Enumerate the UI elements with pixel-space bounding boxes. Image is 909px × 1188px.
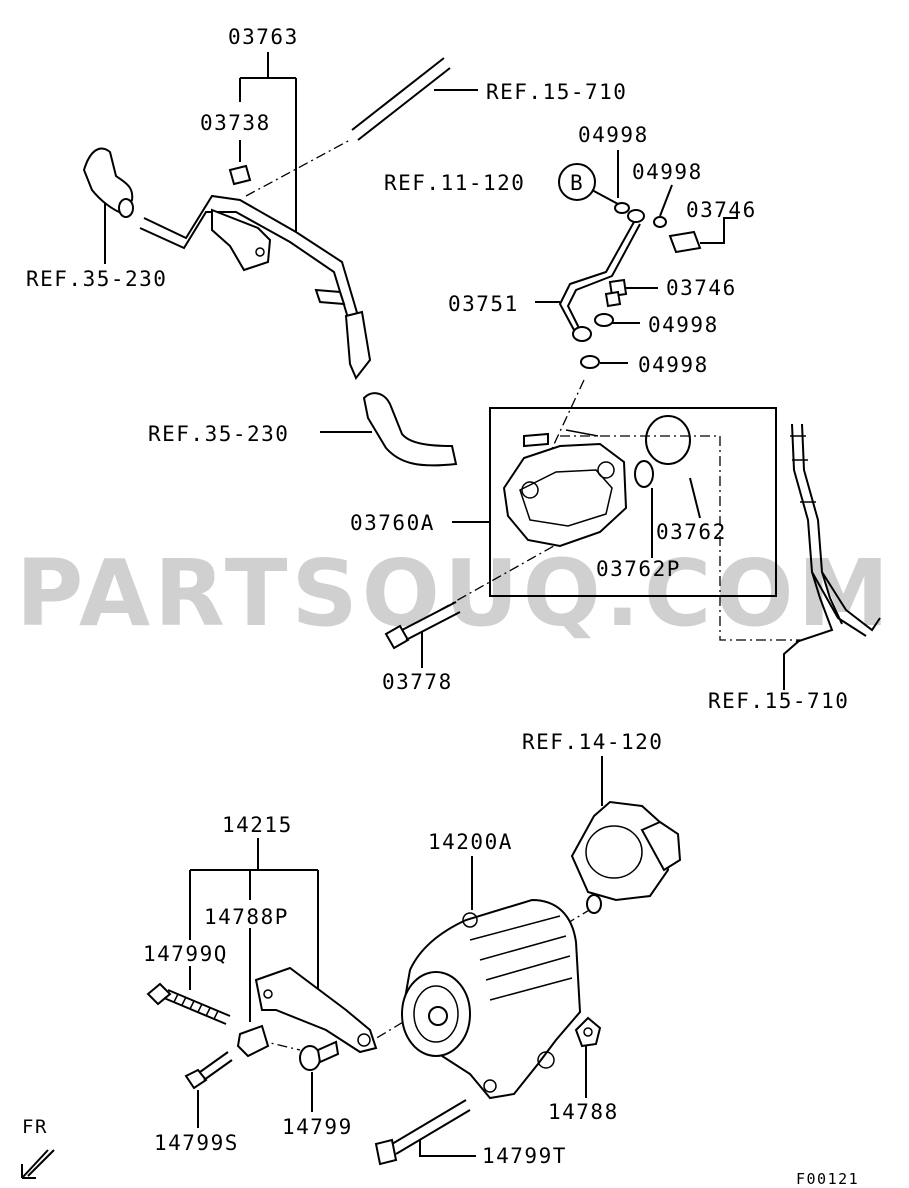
label-03763: 03763 (228, 25, 299, 49)
vacuum-pump-box (384, 407, 777, 650)
label-03760a: 03760A (350, 511, 435, 535)
pipe-15-710 (790, 423, 881, 643)
water-outlet (570, 800, 682, 914)
label-14799s: 14799S (154, 1131, 239, 1155)
label-circle-b: B (570, 171, 585, 195)
hose-35-230 (362, 392, 458, 467)
front-arrow-icon (21, 1149, 55, 1179)
figure-code: F00121 (796, 1170, 860, 1188)
label-14788p: 14788P (204, 905, 289, 929)
label-ref-35-230-a: REF.35-230 (26, 267, 168, 291)
label-04998-b: 04998 (632, 160, 703, 184)
alternator-bracket (146, 966, 602, 1166)
label-14799t: 14799T (482, 1144, 567, 1168)
label-03738: 03738 (200, 111, 271, 135)
label-ref-15-710-bottom: REF.15-710 (708, 689, 850, 713)
label-03778: 03778 (382, 670, 453, 694)
label-fr: FR (22, 1116, 48, 1138)
label-04998-d: 04998 (638, 353, 709, 377)
label-14799: 14799 (282, 1115, 353, 1139)
label-14215: 14215 (222, 813, 293, 837)
label-14200a: 14200A (428, 830, 513, 854)
label-14799q: 14799Q (143, 942, 228, 966)
vacuum-pipe-bracket (82, 57, 451, 380)
alternator-14200a (401, 898, 582, 1100)
label-03762: 03762 (656, 520, 727, 544)
label-03746-a: 03746 (686, 198, 757, 222)
label-03746-b: 03746 (666, 276, 737, 300)
label-ref-14-120: REF.14-120 (522, 730, 664, 754)
oil-pipe-03751 (558, 163, 702, 369)
label-ref-15-710-top: REF.15-710 (486, 80, 628, 104)
label-14788: 14788 (548, 1100, 619, 1124)
label-04998-a: 04998 (578, 123, 649, 147)
watermark: PARTSOUQ.COM (15, 540, 894, 647)
label-04998-c: 04998 (648, 313, 719, 337)
label-ref-35-230-b: REF.35-230 (148, 422, 290, 446)
label-03762p: 03762P (596, 557, 681, 581)
label-ref-11-120: REF.11-120 (384, 171, 526, 195)
label-03751: 03751 (448, 292, 519, 316)
